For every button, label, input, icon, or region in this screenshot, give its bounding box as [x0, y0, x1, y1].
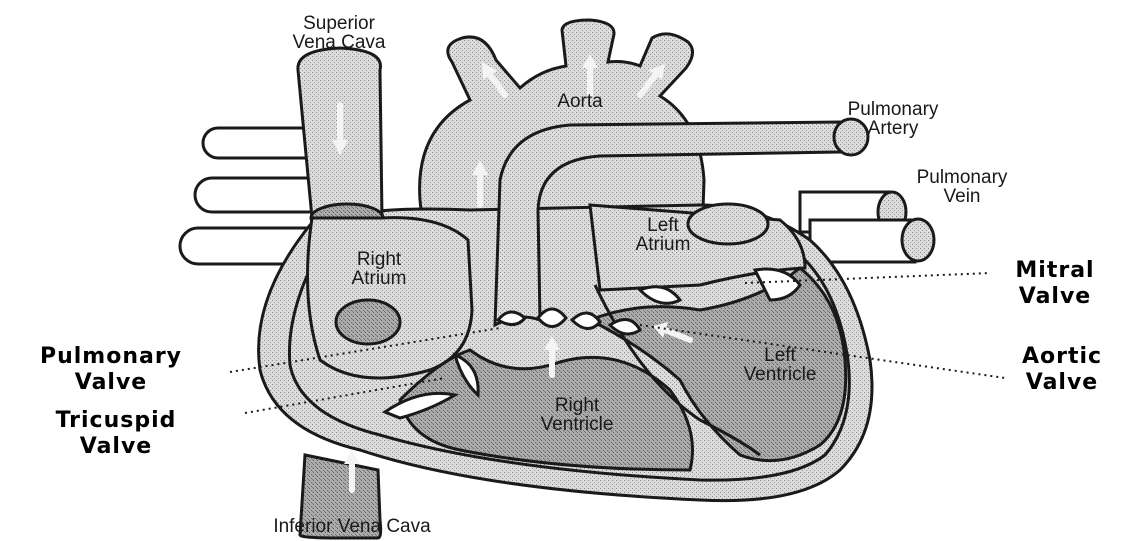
- right-ventricle-label: Right Ventricle: [512, 396, 642, 434]
- superior-vena-cava-label: Superior Vena Cava: [256, 14, 422, 52]
- right-atrium-label: Right Atrium: [334, 250, 424, 288]
- mitral-valve-label: Mitral Valve: [990, 258, 1120, 310]
- left-atrium-label: Left Atrium: [620, 216, 706, 254]
- aortic-valve-label: Aortic Valve: [1000, 344, 1124, 396]
- right-atrium: [308, 218, 473, 378]
- coronary-sinus-opening: [336, 300, 400, 344]
- pulmonary-artery-label: Pulmonary Artery: [840, 100, 946, 138]
- aorta-label: Aorta: [530, 92, 630, 111]
- pulmonary-valve-label: Pulmonary Valve: [6, 344, 216, 396]
- pulmonary-vein-label: Pulmonary Vein: [906, 168, 1018, 206]
- left-ventricle-label: Left Ventricle: [720, 346, 840, 384]
- tricuspid-valve-label: Tricuspid Valve: [16, 408, 216, 460]
- inferior-vena-cava-label: Inferior Vena Cava: [212, 517, 492, 536]
